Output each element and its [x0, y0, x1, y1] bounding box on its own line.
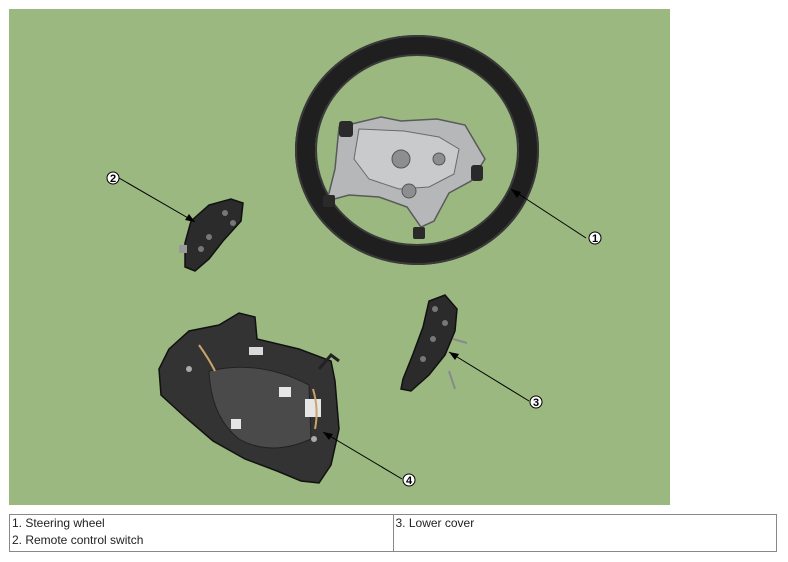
- legend-cell-left: 1. Steering wheel 2. Remote control swit…: [9, 514, 394, 552]
- callout-4: 4: [322, 431, 416, 487]
- parts-legend-table: 1. Steering wheel 2. Remote control swit…: [9, 514, 777, 552]
- callout-2: 2: [106, 171, 196, 223]
- legend-item-lower-cover: 3. Lower cover: [395, 516, 475, 530]
- callout-2-number: 2: [110, 173, 116, 185]
- callout-1-number: 1: [592, 233, 598, 245]
- legend-item-remote-control-switch: 2. Remote control switch: [12, 533, 144, 547]
- remote-switch-right-illustration: [400, 294, 468, 392]
- lower-cover-illustration: [158, 312, 340, 484]
- callout-1: 1: [510, 188, 602, 245]
- legend-item-steering-wheel: 1. Steering wheel: [12, 516, 105, 530]
- diagram-background: [9, 9, 670, 505]
- callout-4-number: 4: [406, 475, 413, 487]
- legend-cell-right: 3. Lower cover: [392, 514, 777, 552]
- remote-switch-left-illustration: [179, 198, 244, 272]
- callout-3: 3: [448, 351, 543, 409]
- steering-wheel-illustration: [295, 35, 539, 265]
- parts-diagram: 1 2 3 4: [9, 9, 670, 505]
- legend-row: 1. Steering wheel 2. Remote control swit…: [9, 514, 777, 552]
- callout-3-number: 3: [533, 397, 539, 409]
